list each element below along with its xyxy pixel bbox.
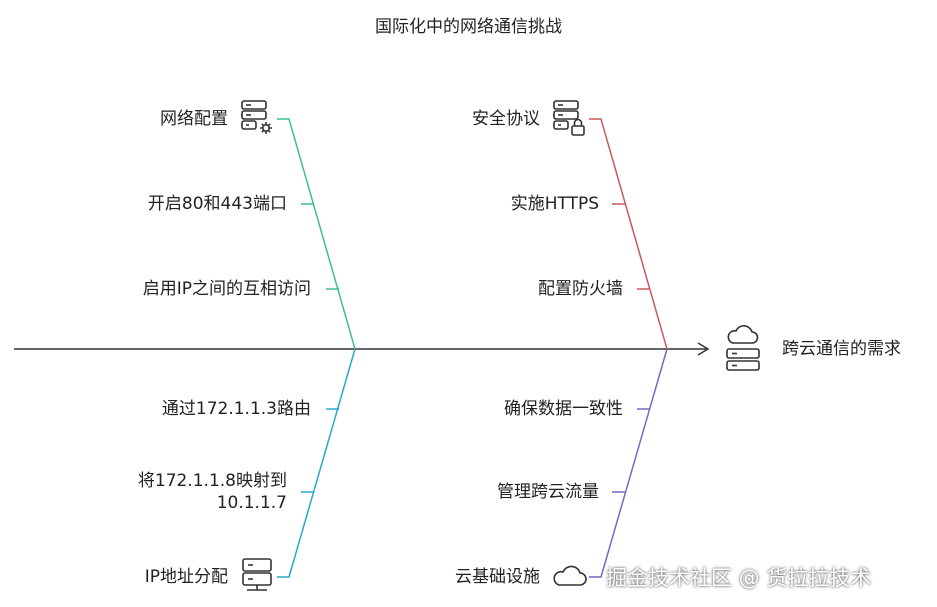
category-label-network-config: 网络配置 — [160, 109, 228, 129]
cause-map-address: 将172.1.1.8映射到 10.1.1.7 — [137, 471, 287, 513]
server-gear-icon — [241, 100, 272, 134]
server-icon — [242, 558, 272, 591]
effect-label: 跨云通信的需求 — [782, 339, 901, 359]
cause-data-consistency: 确保数据一致性 — [504, 399, 623, 419]
bone-network-config — [277, 118, 356, 350]
cause-open-ports: 开启80和443端口 — [147, 194, 287, 214]
server-lock-icon — [553, 100, 585, 136]
cloud-icon — [553, 565, 587, 586]
spine-arrowhead — [697, 342, 710, 356]
cause-cross-cloud-traffic: 管理跨云流量 — [497, 482, 599, 502]
diagram-title: 国际化中的网络通信挑战 — [375, 17, 562, 37]
cloud-server-icon — [726, 325, 760, 371]
cause-https: 实施HTTPS — [510, 194, 599, 214]
watermark: 掘金技术社区 @ 货拉拉技术 — [606, 566, 872, 590]
bone-security — [589, 118, 668, 350]
cause-ip-access: 启用IP之间的互相访问 — [142, 279, 311, 299]
category-label-ip-allocation: IP地址分配 — [144, 567, 228, 587]
bone-infrastructure — [589, 348, 668, 578]
category-label-infrastructure: 云基础设施 — [455, 567, 540, 587]
category-label-security: 安全协议 — [472, 109, 540, 129]
cause-route: 通过172.1.1.3路由 — [161, 399, 311, 419]
cause-firewall: 配置防火墙 — [538, 279, 623, 299]
bone-ip-allocation — [277, 348, 356, 578]
